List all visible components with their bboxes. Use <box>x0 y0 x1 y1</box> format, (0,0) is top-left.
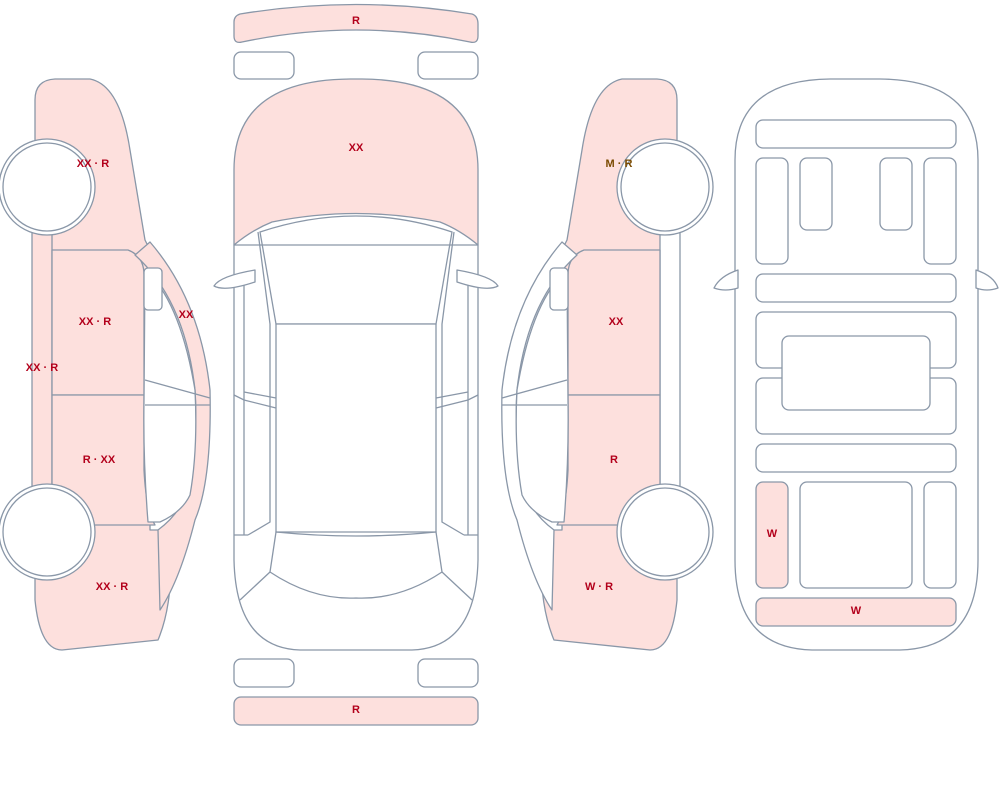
right-rear-wheel <box>620 487 710 577</box>
right-side-rail-top <box>464 280 478 536</box>
underbody-right-mirror <box>975 269 999 291</box>
right-a-pillar-top <box>441 231 465 536</box>
label-right-rear-quarter: W · R <box>585 581 613 593</box>
rear-crossmember-panel[interactable] <box>755 597 957 627</box>
mid-crossmember-rear <box>755 443 957 473</box>
top-view: R XX R <box>213 3 499 726</box>
hood-panel[interactable] <box>233 78 479 246</box>
right-taillight <box>417 658 479 688</box>
label-front-bumper: R <box>352 15 360 27</box>
left-door-handle-line <box>144 379 211 406</box>
rear-bumper-panel[interactable] <box>233 696 479 726</box>
right-headlight <box>417 51 479 80</box>
right-door-handle-line <box>501 379 568 406</box>
label-left-sill: XX · R <box>26 362 58 374</box>
left-mirror <box>143 267 163 311</box>
right-door-gap-top <box>435 391 479 409</box>
label-underbody-left-rail: W <box>767 528 778 540</box>
front-left-mount <box>799 157 833 231</box>
underbody-view: W W <box>713 78 999 651</box>
front-crossmember <box>755 119 957 149</box>
front-right-rail <box>923 157 957 265</box>
label-underbody-rear-crossmember: W <box>851 605 862 617</box>
left-side-view: XX · R XX · R XX XX · R R · XX XX · R <box>0 78 211 651</box>
roof-panel <box>275 323 437 533</box>
front-left-rail <box>755 157 789 265</box>
mid-crossmember-front <box>755 273 957 303</box>
left-rear-wheel <box>2 487 92 577</box>
left-front-wheel <box>2 142 92 232</box>
label-hood: XX <box>349 142 364 154</box>
windshield-outline <box>259 215 453 325</box>
label-right-front-door: XX <box>609 316 624 328</box>
right-mirror-top <box>456 269 499 289</box>
underbody-left-mirror <box>713 269 739 291</box>
left-door-gap-top <box>233 391 277 409</box>
left-headlight <box>233 51 295 80</box>
floor-tunnel <box>781 335 931 411</box>
left-side-rail-top <box>234 280 248 536</box>
rear-window-outline <box>269 531 443 599</box>
right-side-view: M · R XX R W · R <box>501 78 714 651</box>
label-left-front-door: XX · R <box>79 316 111 328</box>
right-front-wheel <box>620 142 710 232</box>
rear-right-rail <box>923 481 957 589</box>
label-right-front-fender: M · R <box>606 158 633 170</box>
front-right-mount <box>879 157 913 231</box>
label-left-a-pillar: XX <box>179 309 194 321</box>
left-side-window <box>143 269 197 523</box>
spare-wheel-well <box>799 481 913 589</box>
right-mirror <box>549 267 569 311</box>
rear-glass-lines <box>239 571 473 601</box>
label-left-front-fender: XX · R <box>77 158 109 170</box>
rear-left-rail-panel[interactable] <box>755 481 789 589</box>
left-a-pillar-top <box>247 231 271 536</box>
left-taillight <box>233 658 295 688</box>
label-left-rear-door: R · XX <box>83 454 116 466</box>
label-right-rear-door: R <box>610 454 618 466</box>
label-left-rear-quarter: XX · R <box>96 581 128 593</box>
right-side-window <box>515 269 569 523</box>
label-rear-bumper: R <box>352 704 360 716</box>
front-bumper-panel[interactable] <box>233 3 479 44</box>
left-mirror-top <box>213 269 256 289</box>
